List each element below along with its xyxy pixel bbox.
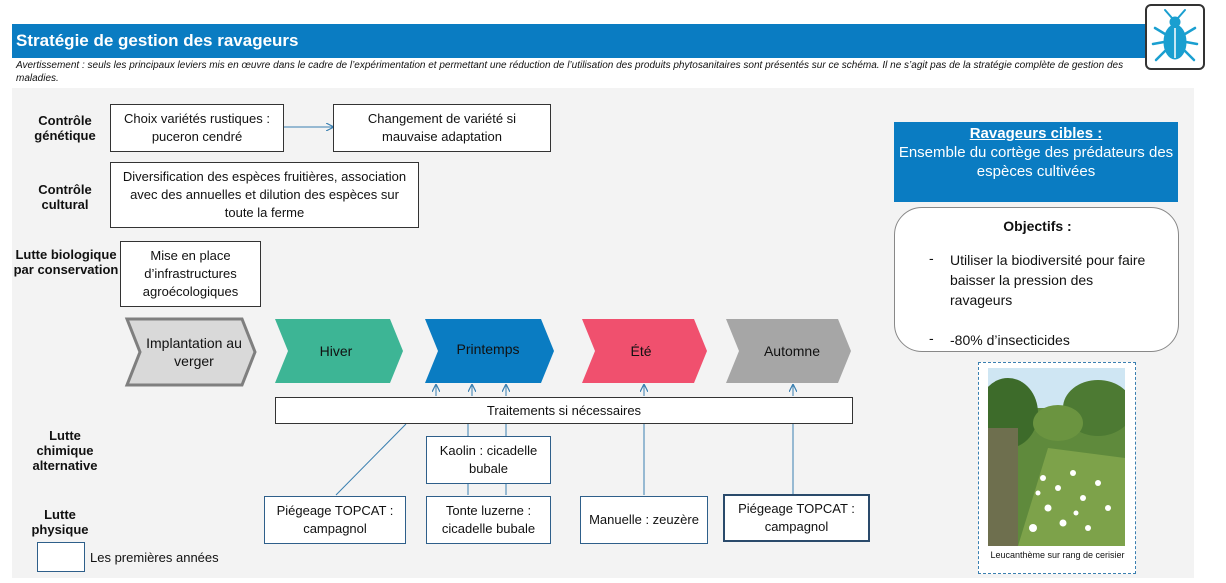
box-infrastructures: Mise en place d’infrastructures agroécol… [120,241,261,307]
objectifs-title: Objectifs : [1003,218,1072,234]
row-label-genetique: Contrôle génétique [34,113,96,143]
season-label-hiver: Hiver [319,343,353,359]
season-label-printemps: Printemps [456,341,520,357]
box-kaolin: Kaolin : cicadelle bubale [426,436,551,484]
chevron-implantation [124,317,257,387]
box-piegeage-topcat-1: Piégeage TOPCAT : campagnol [264,496,406,544]
ravageurs-cibles-text: Ensemble du cortège des prédateurs des e… [898,144,1174,180]
ravageurs-cibles-title: Ravageurs cibles : [969,125,1103,142]
box-changement-variete: Changement de variété si mauvaise adapta… [333,104,551,152]
objectif-bullet-1: - [929,250,934,266]
photo-caption: Leucanthème sur rang de cerisier [990,550,1125,560]
box-diversification: Diversification des espèces fruitières, … [110,162,419,228]
page-title: Stratégie de gestion des ravageurs [12,24,1145,58]
box-traitements: Traitements si nécessaires [275,397,853,424]
box-varietes-rustiques: Choix variétés rustiques : puceron cendr… [110,104,284,152]
season-label-ete: Été [630,343,652,359]
row-label-cultural: Contrôle cultural [38,182,92,212]
logo [1145,4,1205,70]
objectif-bullet-2: - [929,330,934,346]
ravageurs-cibles-box: Ravageurs cibles : Ensemble du cortège d… [894,122,1178,202]
leucantheme-photo [988,368,1125,546]
legend-swatch [37,542,85,572]
season-label-implantation: Implantation au verger [146,335,242,369]
chevron-hiver [275,319,403,383]
row-label-biologique: Lutte biologique par conservation [13,247,119,277]
legend-text: Les premières années [90,550,219,565]
beetle-icon [1151,9,1199,62]
objectif-item-1: Utiliser la biodiversité pour faire bais… [950,252,1146,308]
box-tonte-luzerne: Tonte luzerne : cicadelle bubale [426,496,551,544]
box-piegeage-topcat-2: Piégeage TOPCAT : campagnol [723,494,870,542]
warning-note: Avertissement : seuls les principaux lev… [16,60,1124,84]
season-label-automne: Automne [763,343,821,359]
objectif-item-2: -80% d’insecticides [950,332,1070,348]
chevron-ete [582,319,707,383]
box-manuelle: Manuelle : zeuzère [580,496,708,544]
chevron-printemps [425,319,554,383]
row-label-physique: Lutte physique [31,507,89,537]
objectifs-box: Objectifs : - Utiliser la biodiversité p… [894,207,1179,352]
row-label-chimique: Lutte chimique alternative [32,428,98,473]
chevron-automne [726,319,851,383]
